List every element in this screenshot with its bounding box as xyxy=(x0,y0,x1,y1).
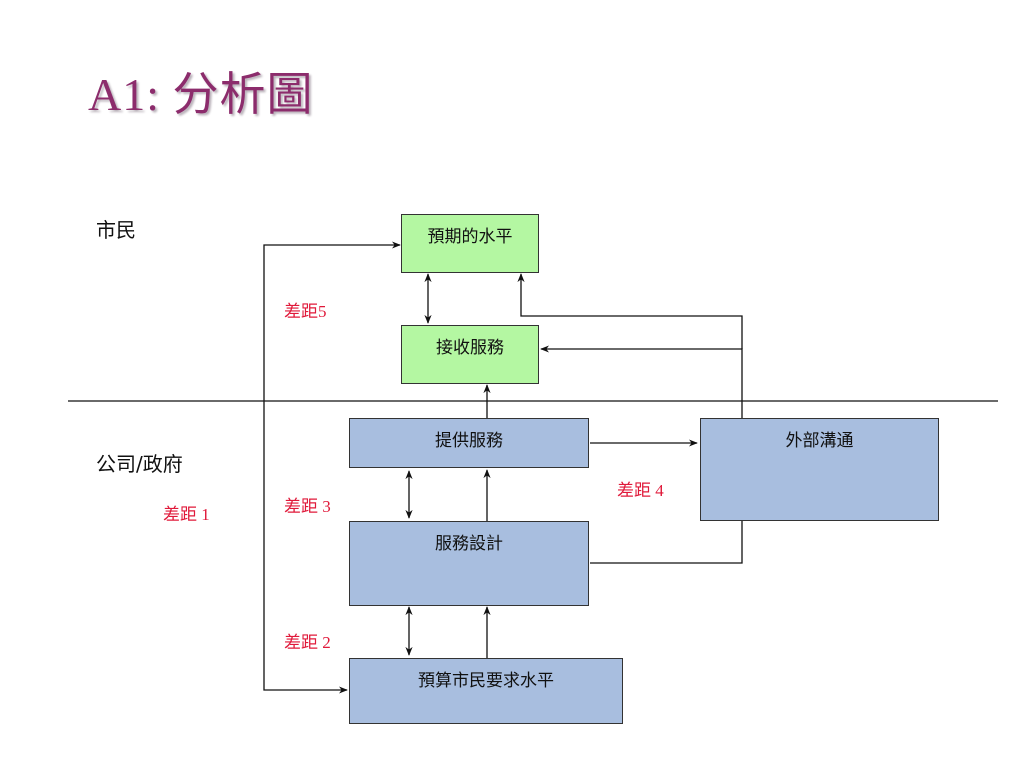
box-received-service-label: 接收服務 xyxy=(436,338,504,358)
section-label-citizen: 市民 xyxy=(96,218,136,242)
box-service-design-label: 服務設計 xyxy=(435,534,503,554)
external-to-received-connector xyxy=(540,345,743,418)
section-label-company: 公司/政府 xyxy=(96,452,183,476)
box-service-design: 服務設計 xyxy=(349,521,589,606)
box-provide-service: 提供服務 xyxy=(349,418,589,468)
box-budget-citizen-requirement-label: 預算市民要求水平 xyxy=(418,671,554,691)
box-received-service: 接收服務 xyxy=(401,325,539,384)
gap1-label: 差距 1 xyxy=(163,505,210,524)
external-to-expected-connector xyxy=(517,273,743,349)
box-provide-service-label: 提供服務 xyxy=(435,431,503,451)
gap3-label: 差距 3 xyxy=(284,497,331,516)
box-external-communication: 外部溝通 xyxy=(700,418,939,521)
box-external-communication-label: 外部溝通 xyxy=(785,431,854,451)
gap1-connector xyxy=(263,241,401,694)
gap5-label: 差距5 xyxy=(284,302,327,321)
box-expected-level-label: 預期的水平 xyxy=(427,227,513,247)
gap2-label: 差距 2 xyxy=(284,633,331,652)
box-expected-level: 預期的水平 xyxy=(401,214,539,273)
box-budget-citizen-requirement: 預算市民要求水平 xyxy=(349,658,623,724)
page-title: A1: 分析圖 xyxy=(88,69,314,120)
gap4-label: 差距 4 xyxy=(617,481,664,500)
design-to-external-connector xyxy=(590,521,743,564)
